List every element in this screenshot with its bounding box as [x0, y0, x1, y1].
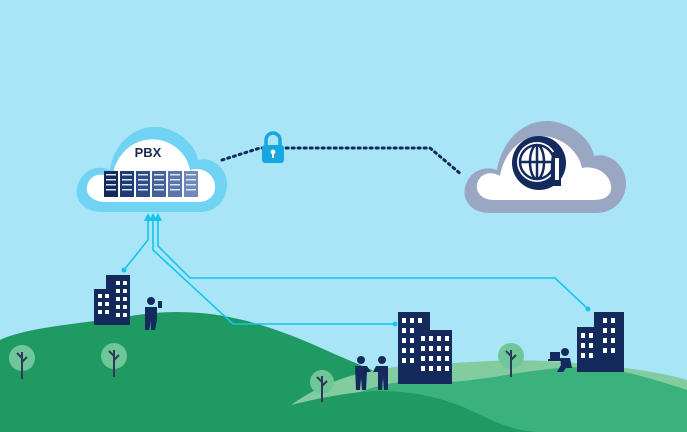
pbx-cloud: PBX: [76, 126, 228, 212]
office-building-icon: [577, 312, 624, 372]
meeting-people-icon: [355, 356, 388, 390]
server-rack-icon: [104, 171, 198, 197]
server-slot: [138, 189, 148, 191]
server-slot: [170, 189, 180, 191]
internet-cloud: [464, 121, 626, 213]
server-slot: [122, 189, 132, 191]
server-slot: [170, 184, 180, 186]
server-slot: [138, 184, 148, 186]
server-slot: [186, 174, 196, 176]
server-slot: [154, 184, 164, 186]
office-building-icon: [398, 312, 452, 384]
server-slot: [122, 184, 132, 186]
lock-icon: [262, 131, 284, 163]
link-to-site-1: [123, 217, 149, 271]
globe-phone-icon: [512, 136, 566, 190]
mobile-user-icon: [145, 297, 162, 330]
pbx-site-links: [123, 217, 589, 325]
trees: [9, 343, 524, 402]
link-arrowheads: [121, 213, 591, 327]
office-building-icon: [94, 275, 130, 325]
secure-connection-line: [220, 146, 464, 177]
server-slot: [154, 179, 164, 181]
tree-trunk: [108, 350, 120, 377]
server-slot: [122, 174, 132, 176]
server-slot: [170, 179, 180, 181]
laptop-user-icon: [548, 348, 572, 372]
server-slot: [122, 179, 132, 181]
link-to-site-3: [157, 217, 589, 310]
tree-trunk: [316, 376, 328, 402]
hill-front: [200, 390, 540, 432]
server-slot: [186, 184, 196, 186]
server-slot: [138, 179, 148, 181]
tree-trunk: [505, 350, 517, 377]
server-slot: [106, 184, 116, 186]
server-slot: [106, 189, 116, 191]
server-slot: [170, 174, 180, 176]
tree-trunk: [16, 352, 28, 379]
server-slot: [154, 174, 164, 176]
server-slot: [106, 179, 116, 181]
server-slot: [154, 189, 164, 191]
server-slot: [106, 174, 116, 176]
server-slot: [186, 179, 196, 181]
pbx-label: PBX: [135, 145, 162, 160]
server-slot: [186, 189, 196, 191]
link-to-site-2: [152, 217, 395, 325]
server-slot: [138, 174, 148, 176]
